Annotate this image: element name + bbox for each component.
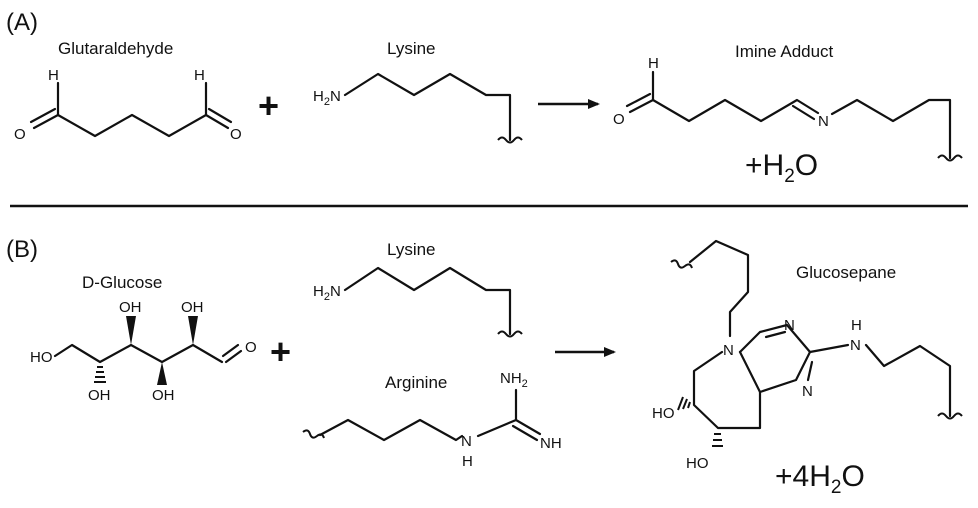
- lysine-b-name: Lysine: [387, 240, 436, 259]
- glucosepane-hash-oh-2: [712, 433, 723, 447]
- arginine-name: Arginine: [385, 373, 447, 392]
- panel-a-label: (A): [6, 9, 38, 36]
- glucose-co-bond: [224, 349, 243, 364]
- panel-b: (B) D-Glucose HO O OH OH OH: [6, 236, 963, 498]
- glucosepane-azepine-ring: [692, 350, 762, 430]
- c5-hash-bond: [94, 366, 106, 383]
- lysine-b-wavy-end: [497, 330, 523, 338]
- glucosepane-structure: Glucosepane N N N N H HO: [652, 239, 963, 472]
- glucosepane-ho-2: HO: [686, 455, 709, 472]
- right-h-label: H: [194, 67, 205, 84]
- c4-wedge-bond: [126, 316, 136, 345]
- d-glucose-structure: D-Glucose HO O OH OH OH OH: [30, 273, 257, 404]
- imidazole-double-bond: [764, 330, 787, 339]
- glucosepane-imidazole-ring: [738, 323, 812, 394]
- imine-adduct-structure: Imine Adduct H O N: [613, 42, 963, 162]
- glucose-chain: [53, 343, 224, 364]
- imidazole-n-bottom: N: [802, 383, 813, 400]
- arginine-nh2-label: NH2: [500, 370, 528, 390]
- arginine-n-label: N: [461, 433, 472, 450]
- glucose-o-label: O: [245, 339, 257, 356]
- arginine-structure: Arginine N H NH2 NH: [302, 370, 562, 470]
- glutaraldehyde-structure: Glutaraldehyde H O H O: [14, 39, 242, 143]
- right-co-double-bond: [207, 107, 233, 124]
- c3-wedge-bond: [157, 362, 167, 385]
- plus-sign-b: +: [270, 331, 291, 372]
- glucose-oh-c2: OH: [181, 299, 204, 316]
- glucosepane-lys-chain: [688, 239, 750, 338]
- left-o-label: O: [14, 126, 26, 143]
- lysine-a-chain: [343, 72, 512, 142]
- water-b: +4H2O: [775, 460, 865, 498]
- glucosepane-ho-1: HO: [652, 405, 675, 422]
- d-glucose-name: D-Glucose: [82, 273, 162, 292]
- imine-lysine-chain: [830, 98, 952, 160]
- panel-b-label: (B): [6, 236, 38, 263]
- glucose-ho-c6: HO: [30, 349, 53, 366]
- imidazole-cn-double: [806, 360, 814, 382]
- imine-n-label: N: [818, 113, 829, 130]
- glucosepane-nh-h: H: [851, 317, 862, 334]
- left-h-label: H: [48, 67, 59, 84]
- glutaraldehyde-name: Glutaraldehyde: [58, 39, 173, 58]
- arginine-nh-label: NH: [540, 435, 562, 452]
- imidazole-n-top: N: [784, 317, 795, 334]
- imine-h-label: H: [648, 55, 659, 72]
- glucosepane-name: Glucosepane: [796, 263, 896, 282]
- lysine-b-chain: [343, 266, 512, 336]
- plus-sign-a: +: [258, 85, 279, 126]
- left-co-bond: [32, 113, 60, 130]
- imine-o-label: O: [613, 111, 625, 128]
- imine-adduct-name: Imine Adduct: [735, 42, 834, 61]
- glucose-oh-c4: OH: [119, 299, 142, 316]
- imine-co-double-bond: [625, 92, 652, 108]
- glucosepane-n-label: N: [723, 342, 734, 359]
- glucosepane-nh-n: N: [850, 337, 861, 354]
- arginine-h-label: H: [462, 453, 473, 470]
- lysine-a-wavy-end: [497, 136, 523, 144]
- glucose-oh-c3: OH: [152, 387, 175, 404]
- arginine-nc-bond: [476, 418, 518, 438]
- left-co-double-bond: [29, 107, 57, 124]
- arginine-chain: [318, 418, 464, 442]
- guanidine-n-bond: [808, 343, 850, 354]
- arginine-cn-bond: [514, 418, 542, 436]
- c2-wedge-bond: [188, 316, 198, 345]
- glucosepane-arg-wavy-end: [937, 412, 963, 420]
- arginine-cn-double-bond: [511, 424, 539, 442]
- glucose-oh-c5: OH: [88, 387, 111, 404]
- glutaraldehyde-chain: [56, 113, 208, 138]
- lysine-a-structure: Lysine H2N: [313, 39, 523, 144]
- water-a: +H2O: [745, 149, 818, 187]
- imine-wavy-end: [937, 154, 963, 162]
- imine-chain: [651, 98, 820, 123]
- right-co-bond: [204, 113, 230, 130]
- glucose-co-double-bond: [221, 343, 240, 358]
- panel-a: (A) Glutaraldehyde H O H O + Lysine H2N: [6, 9, 963, 187]
- glucosepane-hash-oh-1: [677, 396, 691, 411]
- lysine-b-amine: H2N: [313, 283, 341, 303]
- lysine-b-structure: Lysine H2N: [313, 240, 523, 338]
- imine-cn-double-bond: [791, 104, 816, 121]
- glucosepane-arg-chain: [864, 343, 952, 418]
- right-o-label: O: [230, 126, 242, 143]
- lysine-a-amine: H2N: [313, 88, 341, 108]
- imine-co-bond: [628, 98, 655, 114]
- glucosepane-lys-wavy-end: [670, 259, 693, 269]
- lysine-a-name: Lysine: [387, 39, 436, 58]
